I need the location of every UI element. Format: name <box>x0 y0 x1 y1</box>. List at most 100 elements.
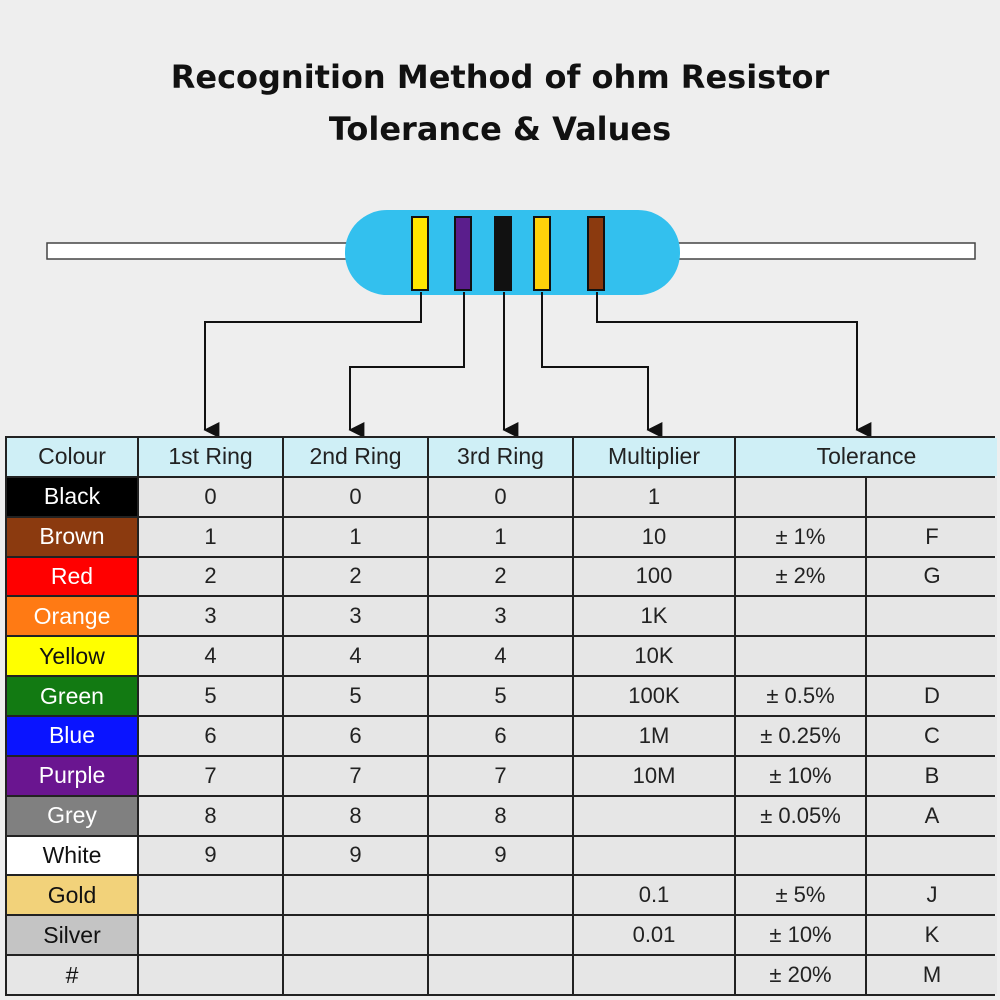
cell-1st-ring <box>139 876 282 915</box>
cell-3rd-ring: 5 <box>429 677 572 715</box>
colour-swatch-gold: Gold <box>7 876 137 915</box>
cell-tolerance: ± 0.25% <box>736 717 865 755</box>
colour-swatch-orange: Orange <box>7 597 137 636</box>
cell-1st-ring: 1 <box>139 517 282 556</box>
header-multiplier: Multiplier <box>574 438 734 476</box>
cell-tolerance-code <box>867 637 997 676</box>
cell-2nd-ring: 9 <box>284 836 427 875</box>
cell-3rd-ring: 1 <box>429 517 572 556</box>
colour-swatch-white: White <box>7 836 137 875</box>
colour-swatch-yellow: Yellow <box>7 637 137 676</box>
cell-3rd-ring <box>429 956 572 994</box>
cell-1st-ring: 2 <box>139 557 282 596</box>
header-1st-ring: 1st Ring <box>139 438 282 476</box>
colour-swatch-red: Red <box>7 557 137 596</box>
cell-multiplier: 0.1 <box>574 876 734 915</box>
cell-2nd-ring: 3 <box>284 597 427 636</box>
colour-swatch-black: Black <box>7 477 137 516</box>
colour-swatch-none: # <box>7 956 137 994</box>
cell-3rd-ring <box>429 916 572 955</box>
cell-2nd-ring <box>284 916 427 955</box>
cell-tolerance: ± 1% <box>736 517 865 556</box>
colour-swatch-brown: Brown <box>7 517 137 556</box>
resistor-body <box>345 210 680 295</box>
band-tolerance <box>587 216 605 291</box>
cell-tolerance: ± 5% <box>736 876 865 915</box>
cell-multiplier: 1 <box>574 477 734 516</box>
cell-tolerance: ± 20% <box>736 956 865 994</box>
cell-tolerance <box>736 637 865 676</box>
cell-tolerance: ± 10% <box>736 756 865 795</box>
cell-1st-ring: 0 <box>139 477 282 516</box>
header-3rd-ring: 3rd Ring <box>429 438 572 476</box>
cell-2nd-ring: 2 <box>284 557 427 596</box>
header-colour: Colour <box>7 438 137 476</box>
cell-tolerance-code: K <box>867 916 997 955</box>
cell-1st-ring: 7 <box>139 756 282 795</box>
cell-3rd-ring: 4 <box>429 637 572 676</box>
cell-tolerance: ± 2% <box>736 557 865 596</box>
cell-tolerance-code: G <box>867 557 997 596</box>
cell-1st-ring <box>139 916 282 955</box>
arrow-2nd-ring <box>348 292 465 438</box>
cell-1st-ring: 6 <box>139 717 282 755</box>
colour-swatch-grey: Grey <box>7 796 137 835</box>
cell-2nd-ring: 5 <box>284 677 427 715</box>
colour-swatch-purple: Purple <box>7 756 137 795</box>
title-line-2: Tolerance & Values <box>328 110 672 148</box>
cell-multiplier <box>574 836 734 875</box>
cell-tolerance-code: F <box>867 517 997 556</box>
cell-3rd-ring: 7 <box>429 756 572 795</box>
cell-2nd-ring <box>284 876 427 915</box>
band-1st-ring <box>411 216 429 291</box>
cell-tolerance-code: A <box>867 796 997 835</box>
title-line-1: Recognition Method of ohm Resistor <box>170 58 830 96</box>
cell-tolerance <box>736 597 865 636</box>
cell-3rd-ring: 2 <box>429 557 572 596</box>
cell-1st-ring: 4 <box>139 637 282 676</box>
arrow-1st-ring <box>203 292 422 438</box>
cell-tolerance: ± 10% <box>736 916 865 955</box>
arrow-tolerance <box>596 292 872 438</box>
cell-multiplier: 10 <box>574 517 734 556</box>
cell-tolerance-code: M <box>867 956 997 994</box>
cell-2nd-ring: 1 <box>284 517 427 556</box>
colour-swatch-green: Green <box>7 677 137 715</box>
arrow-multiplier <box>541 292 663 438</box>
cell-tolerance: ± 0.05% <box>736 796 865 835</box>
header-tolerance: Tolerance <box>736 438 997 476</box>
cell-2nd-ring: 6 <box>284 717 427 755</box>
cell-tolerance-code: B <box>867 756 997 795</box>
cell-tolerance-code: J <box>867 876 997 915</box>
cell-multiplier: 0.01 <box>574 916 734 955</box>
header-2nd-ring: 2nd Ring <box>284 438 427 476</box>
cell-3rd-ring: 9 <box>429 836 572 875</box>
cell-multiplier: 100K <box>574 677 734 715</box>
resistor-diagram <box>46 210 976 438</box>
band-arrows <box>203 292 872 438</box>
cell-1st-ring: 9 <box>139 836 282 875</box>
band-3rd-ring <box>494 216 512 291</box>
cell-3rd-ring: 6 <box>429 717 572 755</box>
cell-tolerance-code: C <box>867 717 997 755</box>
resistor-bands <box>411 216 605 291</box>
cell-1st-ring: 8 <box>139 796 282 835</box>
cell-multiplier: 1M <box>574 717 734 755</box>
cell-multiplier: 10K <box>574 637 734 676</box>
cell-2nd-ring: 4 <box>284 637 427 676</box>
band-2nd-ring <box>454 216 472 291</box>
cell-tolerance-code <box>867 477 997 516</box>
cell-2nd-ring: 8 <box>284 796 427 835</box>
cell-3rd-ring <box>429 876 572 915</box>
cell-multiplier <box>574 796 734 835</box>
band-multiplier <box>533 216 551 291</box>
colour-swatch-silver: Silver <box>7 916 137 955</box>
cell-2nd-ring: 0 <box>284 477 427 516</box>
cell-tolerance <box>736 836 865 875</box>
cell-3rd-ring: 8 <box>429 796 572 835</box>
cell-tolerance <box>736 477 865 516</box>
cell-multiplier: 10M <box>574 756 734 795</box>
cell-1st-ring: 3 <box>139 597 282 636</box>
colour-swatch-blue: Blue <box>7 717 137 755</box>
